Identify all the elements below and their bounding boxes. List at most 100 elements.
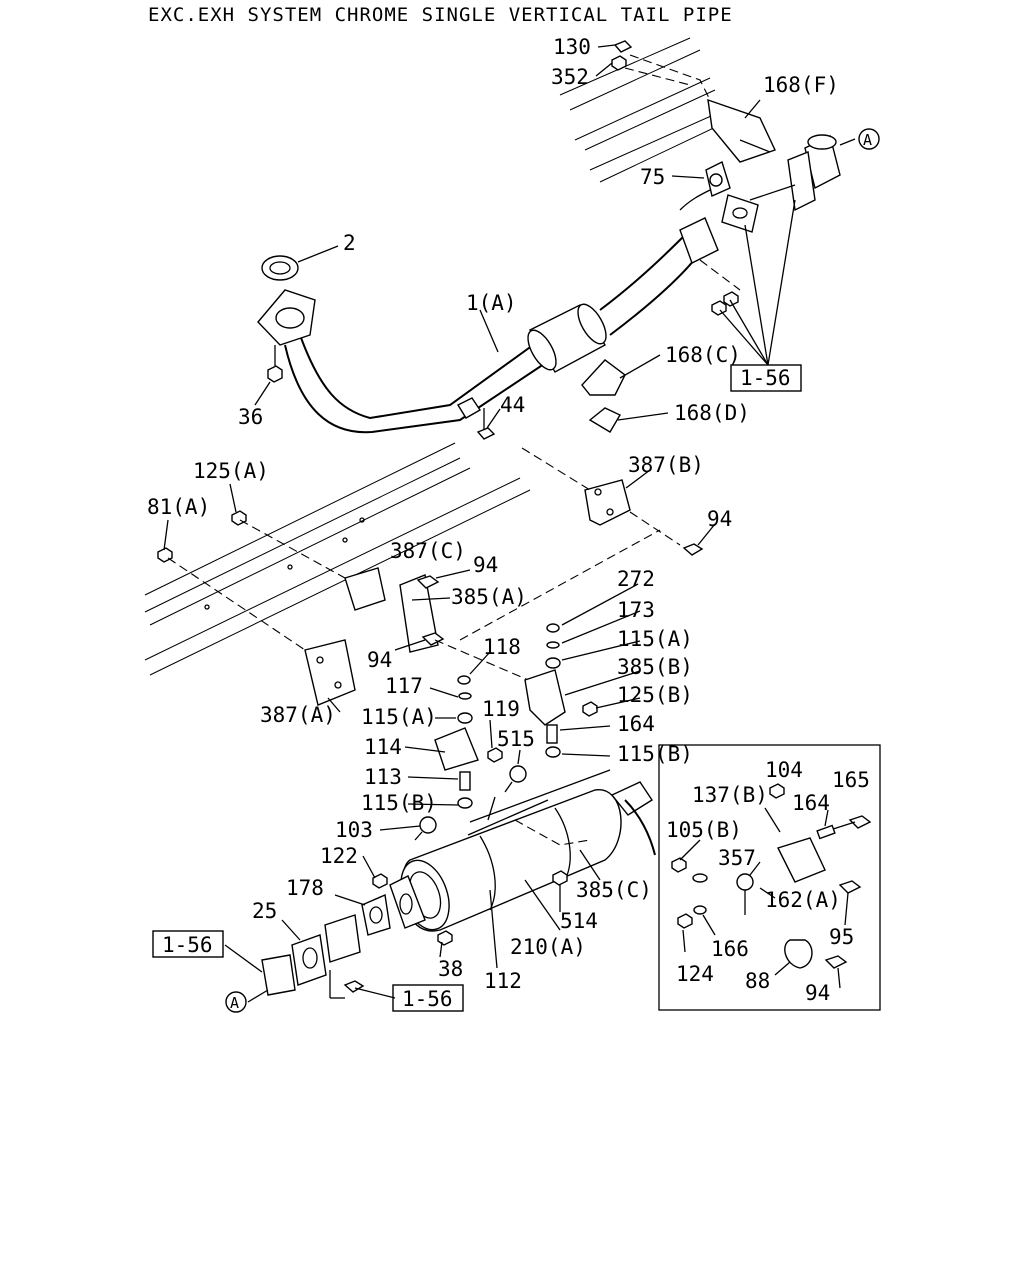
label-44: 44: [500, 393, 525, 417]
bracket-168f: [707, 98, 776, 163]
label-115a-left: 115(A): [361, 705, 437, 729]
bracket-168c: [581, 359, 626, 396]
nut-125a: [231, 510, 247, 526]
label-122: 122: [320, 844, 358, 868]
label-166: 166: [711, 937, 749, 961]
upper-dashed-guides: [624, 54, 741, 291]
upper-frame-rail: [559, 37, 721, 183]
label-387b: 387(B): [628, 453, 704, 477]
label-2: 2: [343, 231, 356, 255]
label-circle-a-bottom: A: [230, 994, 239, 1012]
label-81a: 81(A): [147, 495, 210, 519]
label-circle-a-top: A: [863, 131, 872, 149]
label-117: 117: [385, 674, 423, 698]
bracket-387a: [304, 639, 356, 706]
inset-pointer: [624, 799, 656, 856]
label-178: 178: [286, 876, 324, 900]
label-387c: 387(C): [390, 539, 466, 563]
hanger-stack-right: [524, 623, 598, 758]
label-272: 272: [617, 567, 655, 591]
upper-leader-lines: [254, 44, 856, 429]
bolt-130: [613, 40, 633, 53]
plug-103: [414, 816, 437, 841]
label-75: 75: [640, 165, 665, 189]
muffler-dashed-guide: [514, 819, 591, 846]
label-162a: 162(A): [765, 888, 841, 912]
label-168c: 168(C): [665, 343, 741, 367]
label-1-56-top: 1-56: [740, 366, 791, 390]
label-103: 103: [335, 818, 373, 842]
label-168d: 168(D): [674, 401, 750, 425]
label-210a: 210(A): [510, 935, 586, 959]
bolt-94-left: [421, 632, 445, 646]
washer-352: [611, 55, 627, 71]
front-pipe-1a: [257, 189, 719, 434]
bracket-168d: [588, 407, 621, 433]
label-130: 130: [553, 35, 591, 59]
label-115b-left: 115(B): [361, 791, 437, 815]
label-104: 104: [765, 758, 803, 782]
middle-frame-rail: [144, 442, 531, 676]
label-105b: 105(B): [666, 818, 742, 842]
callout-labels: 130 352 168(F) A 75 2 1(A) 168(C) 1-56 4…: [147, 35, 872, 1012]
lower-leader-lines: [163, 469, 849, 1003]
gasket-2: [261, 255, 299, 281]
rubber-mount-75: [705, 161, 731, 197]
ref-circle-a-top: [858, 128, 880, 150]
label-357: 357: [718, 846, 756, 870]
label-113: 113: [364, 765, 402, 789]
label-125a: 125(A): [193, 459, 269, 483]
bolt-44: [457, 397, 496, 440]
label-119: 119: [482, 697, 520, 721]
nut-36: [267, 365, 283, 383]
bracket-387c: [344, 567, 439, 653]
label-385a: 385(A): [451, 585, 527, 609]
flange-assembly-lower: [261, 870, 568, 996]
label-164-inset: 164: [792, 791, 830, 815]
label-352: 352: [551, 65, 589, 89]
label-118: 118: [483, 635, 521, 659]
bracket-387b: [584, 479, 631, 526]
label-112: 112: [484, 969, 522, 993]
label-115a-right: 115(A): [617, 627, 693, 651]
label-25: 25: [252, 899, 277, 923]
label-1-56-bottom: 1-56: [402, 987, 453, 1011]
middle-dashed-guides: [167, 447, 681, 686]
label-1a: 1(A): [466, 291, 517, 315]
label-94-right: 94: [707, 507, 732, 531]
sensor-515: [504, 765, 527, 793]
label-387a: 387(A): [260, 703, 336, 727]
label-514: 514: [560, 909, 598, 933]
hanger-stack-left: [434, 675, 503, 809]
tail-pipe-top: [749, 134, 841, 212]
nut-top-group: [711, 300, 727, 316]
label-36: 36: [238, 405, 263, 429]
bolt-94-center: [416, 575, 440, 589]
label-124: 124: [676, 962, 714, 986]
label-88: 88: [745, 969, 770, 993]
label-38: 38: [438, 957, 463, 981]
bolt-94-right: [682, 543, 704, 556]
label-95: 95: [829, 925, 854, 949]
label-164-mid: 164: [617, 712, 655, 736]
ref-box-1-56-left: [152, 930, 224, 958]
label-168f: 168(F): [763, 73, 839, 97]
ref-box-1-56-bottom: [392, 984, 464, 1012]
ref-box-1-56-top: [730, 364, 802, 392]
inset-parts: [671, 783, 872, 969]
label-94-center: 94: [473, 553, 498, 577]
label-137b: 137(B): [692, 783, 768, 807]
label-385b: 385(B): [617, 655, 693, 679]
label-515: 515: [497, 727, 535, 751]
diagram-title: EXC.EXH SYSTEM CHROME SINGLE VERTICAL TA…: [148, 4, 733, 26]
label-114: 114: [364, 735, 402, 759]
inset-detail-box: [658, 744, 881, 1011]
label-94-inset: 94: [805, 981, 830, 1005]
label-1-56-left: 1-56: [162, 933, 213, 957]
flange-gasket-top: [721, 194, 759, 233]
label-125b: 125(B): [617, 683, 693, 707]
label-94-left: 94: [367, 648, 392, 672]
label-385c: 385(C): [576, 878, 652, 902]
label-115b-right: 115(B): [617, 742, 693, 766]
